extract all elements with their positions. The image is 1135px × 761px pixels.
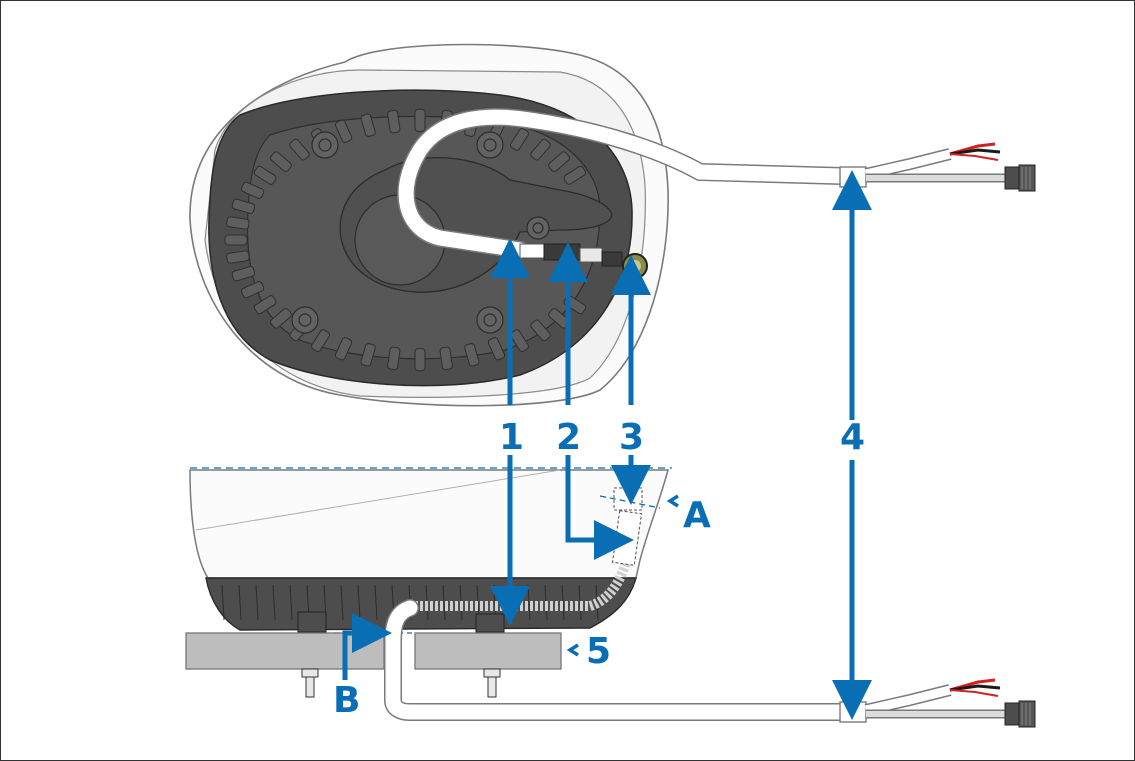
cable-tail-set [864,678,1036,728]
side-rib [340,584,344,621]
cable-tail-set [864,142,1036,192]
callout-b: B [333,680,361,721]
rib [270,308,292,329]
side-rib [289,584,293,621]
mounting-bolt-icon [301,668,501,698]
network-connector-icon [1004,700,1036,728]
rib [226,250,250,264]
mounting-surface-left [185,632,385,670]
rib [360,343,376,367]
unit-side-view [185,467,867,723]
rib [414,108,426,132]
unit-top-view [189,43,867,407]
rib [311,329,331,352]
rib [360,113,376,137]
side-housing [189,469,669,579]
rib [253,165,277,185]
callout-4: 4 [840,417,866,458]
side-rib [255,584,259,621]
rib [464,343,480,367]
rib [231,266,256,282]
callout-1: 1 [499,417,525,458]
rib [509,329,529,352]
mounting-surface-right [414,632,562,670]
rib [226,216,250,230]
rib [253,295,277,315]
base-ribs [224,108,587,372]
rib [334,337,353,361]
side-rib [221,584,225,621]
rib [487,337,506,361]
callout-2: 2 [556,417,582,458]
rib [334,119,353,143]
rib [224,234,248,246]
rib [241,181,265,199]
callout-3: 3 [619,417,645,458]
side-rib [272,584,276,621]
rib [530,138,551,161]
network-connector-icon [1004,164,1036,192]
cable-tails [864,142,1036,728]
callout-a: A [683,495,711,536]
side-rib [238,584,242,621]
rib [548,151,570,172]
rib [270,151,292,172]
rib [387,346,401,371]
rib [241,281,265,299]
rib [387,109,401,134]
rib [439,346,453,371]
rib [231,198,256,214]
rib [530,319,551,342]
black-wire [949,684,1001,692]
rib [289,138,310,161]
black-wire [949,148,1001,156]
rib [563,165,587,185]
callout-5: 5 [586,631,612,672]
rib [509,128,529,151]
leader-lines [342,170,872,720]
side-rib [442,584,446,621]
rib [414,348,426,372]
